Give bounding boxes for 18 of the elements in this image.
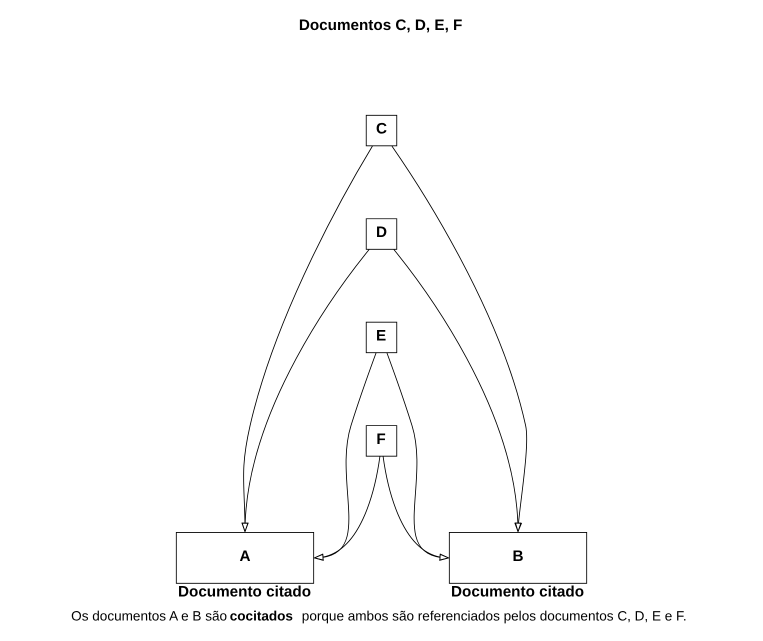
label: Documentos C, D, E, F [298,17,462,34]
arrow [382,456,450,561]
node-box: B [448,532,588,584]
arrow [386,352,450,561]
arrow [313,456,380,561]
node-box: A [176,532,314,584]
node-box: E [366,322,398,354]
node-label: Documento citado [178,583,312,600]
arrow [392,146,528,533]
node-box: C [366,114,398,146]
node-label: Documento citado [451,583,584,600]
caption: Os documentos A e B são cocitados porque ambos são referenciados pelos documentos C, D, E e F. [71,608,687,624]
arrow [241,146,373,533]
node-box: D [366,218,398,250]
arrow [393,249,522,533]
node-box: F [366,425,398,457]
arrow [242,249,370,533]
arrow [313,352,377,561]
